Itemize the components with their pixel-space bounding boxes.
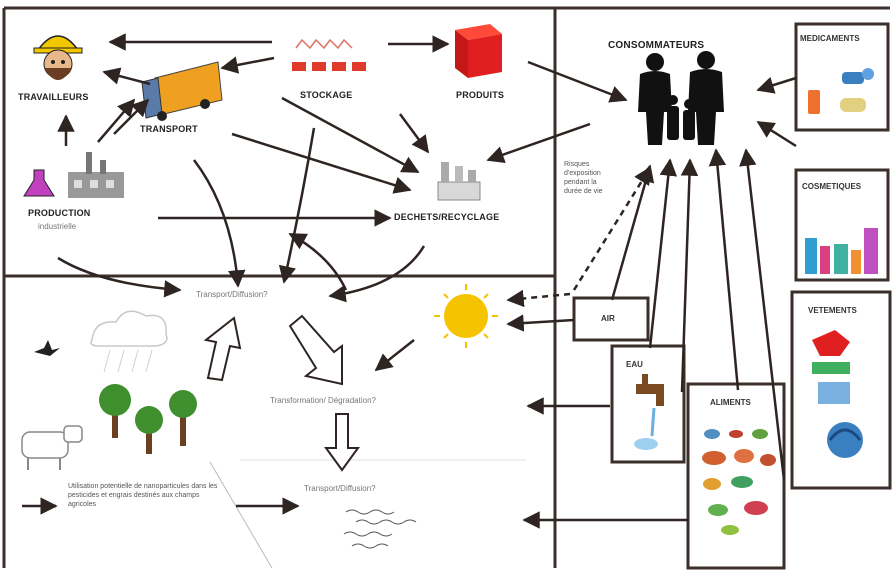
- production-label: PRODUCTION: [28, 208, 91, 218]
- air-box: [572, 296, 650, 342]
- consumer-exposure-note: Risques d'exposition pendant la durée de…: [564, 161, 603, 195]
- transformation-label: Transformation/ Dégradation?: [270, 396, 376, 405]
- bird-icon: [34, 340, 60, 356]
- water-label: EAU: [626, 360, 643, 369]
- hollow-arrows: [203, 314, 360, 472]
- cloud-icon: [90, 310, 168, 373]
- transport-diffusion-top-label: Transport/Diffusion?: [196, 290, 268, 299]
- clothing-icon: [812, 330, 863, 458]
- truck-icon: [141, 61, 223, 121]
- storage-label: STOCKAGE: [300, 90, 353, 100]
- pill-icon: [808, 68, 874, 114]
- transport-label: TRANSPORT: [140, 124, 198, 134]
- cosmetics-label: COSMETIQUES: [802, 182, 862, 191]
- waste-label: DECHETS/RECYCLAGE: [394, 212, 500, 222]
- food-icon: [702, 429, 776, 535]
- sediment-icon: [343, 509, 417, 549]
- box-icon: [455, 24, 502, 78]
- consumers-label: CONSOMMATEURS: [608, 40, 705, 51]
- tree-icon: [99, 384, 197, 454]
- slope-line: [209, 461, 273, 569]
- worker-icon: [33, 35, 83, 80]
- workers-label: TRAVAILLEURS: [18, 92, 89, 102]
- family-icon: [638, 51, 724, 145]
- medicines-label: MEDICAMENTS: [800, 34, 860, 43]
- food-label: ALIMENTS: [710, 398, 751, 407]
- flask-icon: [23, 169, 55, 197]
- factory-icon: [68, 152, 124, 198]
- transport-diffusion-bottom-label: Transport/Diffusion?: [304, 484, 376, 493]
- products-label: PRODUITS: [456, 90, 505, 100]
- clothing-label: VETEMENTS: [808, 306, 857, 315]
- flow-arrows: [22, 33, 797, 529]
- cow-icon: [21, 425, 83, 470]
- food-box: [686, 382, 786, 570]
- warehouse-icon: [292, 38, 366, 71]
- production-sub-label: industrielle: [38, 222, 77, 231]
- sun-icon: [434, 284, 498, 348]
- dashed-arrows: [506, 166, 652, 308]
- recycling-icon: [437, 162, 481, 201]
- faucet-icon: [634, 374, 664, 450]
- air-label: AIR: [601, 314, 615, 323]
- pesticide-note: Utilisation potentielle de nanoparticule…: [68, 483, 218, 508]
- cosmetic-bottles-icon: [805, 228, 878, 274]
